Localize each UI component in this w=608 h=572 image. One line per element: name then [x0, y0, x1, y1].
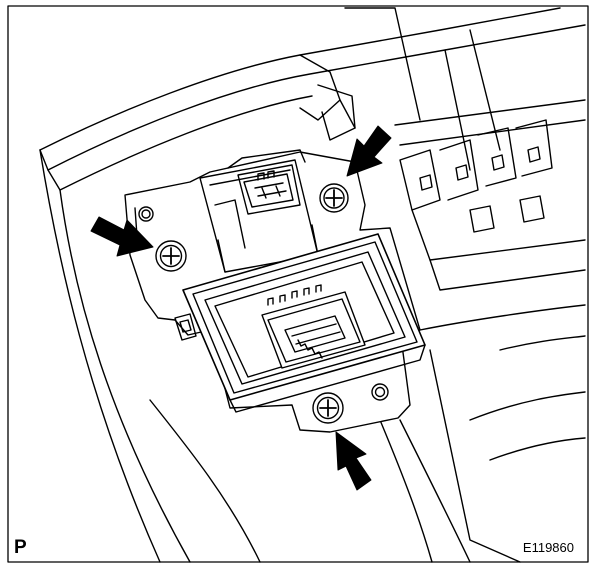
arrow-left [90, 216, 154, 257]
screw-hole-left [138, 206, 154, 222]
screw-bottom [312, 392, 344, 424]
upper-connector [199, 149, 319, 273]
figure-frame [7, 5, 589, 563]
main-module [174, 233, 426, 413]
callout-arrows [90, 125, 392, 491]
arrow-upper-right [346, 125, 392, 177]
view-label: P [14, 537, 27, 558]
screw-hole-right [371, 383, 389, 401]
screw-left [155, 240, 187, 272]
arrow-bottom [335, 431, 372, 491]
screw-upper-right [319, 183, 349, 213]
console-panel [39, 7, 586, 563]
illustration-id: E119860 [522, 540, 574, 555]
